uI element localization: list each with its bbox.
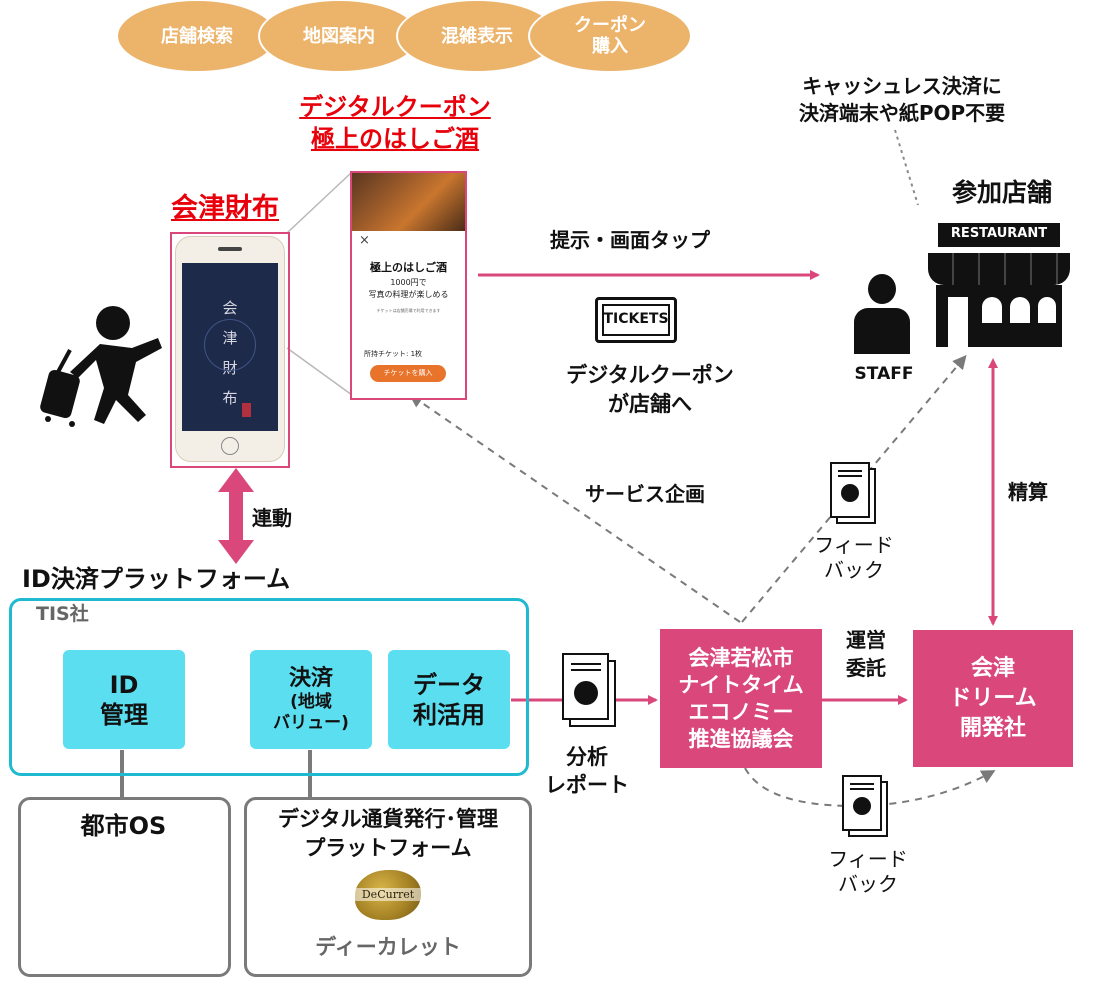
restaurant-icon: RESTAURANT: [928, 223, 1070, 347]
phone-home-button: [221, 437, 239, 455]
coupon-title-line-2: 極上のはしご酒: [311, 125, 479, 153]
phone-highlight-frame: [170, 232, 290, 468]
dream-box: 会津 ドリーム 開発社: [913, 630, 1073, 767]
document-chart-icon: [830, 462, 876, 524]
restaurant-sign-text: RESTAURANT: [950, 226, 1048, 241]
service-plan-arrow: [408, 393, 741, 623]
restaurant-awning: [928, 253, 1070, 285]
staff-label: STAFF: [854, 364, 914, 384]
currency-platform-label: デジタル通貨発行･管理 プラットフォーム: [277, 807, 499, 860]
report-document-icon: [562, 653, 616, 727]
settlement-label: 精算: [1008, 480, 1048, 504]
phone: 会 津 財 布: [175, 236, 285, 462]
feature-pill-coupon-purchase: クーポン 購入: [528, 0, 692, 73]
staff-icon: [852, 274, 914, 354]
document-chart-icon-2: [842, 775, 888, 837]
council-box: 会津若松市 ナイトタイム エコノミー 推進協議会: [660, 629, 822, 768]
decurret-logo: DeCurret: [355, 870, 421, 920]
zoom-line-bottom: [286, 347, 353, 396]
coupon-screen-title: 極上のはしご酒: [370, 261, 447, 274]
payment-sub-label: (地域 バリュー): [273, 691, 349, 733]
phone-seal: [242, 403, 251, 417]
coupon-screen-image: [352, 173, 465, 231]
platform-title: ID決済プラットフォーム: [22, 565, 291, 593]
id-box: ID 管理: [63, 650, 185, 749]
coupon-screen-note: チケットは店舗売場で利用できます: [376, 308, 441, 313]
present-label: 提示・画面タップ: [550, 228, 710, 252]
coupon-screen-buy-button[interactable]: チケットを購入: [370, 365, 446, 382]
payment-box: 決済 (地域 バリュー): [250, 650, 372, 749]
data-utilization-box: データ 利活用: [388, 650, 510, 749]
cashless-note: キャッシュレス決済に 決済端末や紙POP不要: [798, 74, 1006, 125]
staff-body: [854, 308, 910, 354]
payment-label: 決済: [288, 665, 333, 691]
analysis-report-label: 分析 レポート: [545, 745, 629, 797]
feature-pill-store-search: 店舗検索: [116, 0, 278, 73]
outsourcing-label: 運営 委託: [846, 628, 886, 680]
tickets-icon: TICKETS: [595, 297, 677, 343]
city-os-label: 都市OS: [80, 812, 167, 840]
decurret-logo-text: DeCurret: [355, 888, 421, 901]
link-label: 連動: [252, 506, 292, 530]
restaurant-sign: RESTAURANT: [938, 223, 1060, 247]
service-plan-label: サービス企画: [585, 482, 705, 506]
restaurant-body: [936, 285, 1062, 347]
phone-emblem: [204, 319, 256, 371]
restaurant-window-3: [1038, 297, 1056, 323]
tis-label: TIS社: [36, 603, 89, 625]
city-os-frame: [18, 797, 231, 977]
wallet-title: 会津財布: [171, 193, 279, 224]
phone-speaker: [218, 247, 242, 251]
feedback-label-2: フィード バック: [828, 847, 908, 896]
zoom-line-top: [286, 171, 353, 234]
feature-pill-map-guide: 地図案内: [258, 0, 420, 73]
coupon-screen-price: 1000円で 写真の料理が楽しめる: [368, 278, 449, 299]
staff-head: [868, 274, 896, 304]
tickets-icon-text: TICKETS: [603, 311, 669, 327]
coupon-screen-count: 所持チケット: 1枚: [364, 350, 423, 358]
platform-frame: [9, 598, 529, 776]
restaurant-window-1: [982, 297, 1002, 323]
feedback-label-1: フィード バック: [814, 533, 894, 582]
restaurant-door: [948, 297, 968, 347]
coupon-screen: × 極上のはしご酒 1000円で 写真の料理が楽しめる チケットは店舗売場で利用…: [350, 171, 467, 400]
restaurant-window-2: [1010, 297, 1030, 323]
store-title: 参加店舗: [951, 178, 1052, 207]
decurret-name: ディーカレット: [315, 935, 461, 959]
tickets-icon-inner: [602, 304, 670, 336]
coupon-screen-close[interactable]: ×: [359, 233, 370, 248]
feedback-arrow-dream: [744, 767, 996, 808]
coupon-title-line-1: デジタルクーポン: [299, 93, 491, 121]
coupon-to-store-label: デジタルクーポン が店舗へ: [566, 363, 734, 416]
cashless-note-line: [894, 129, 919, 206]
phone-screen: 会 津 財 布: [182, 263, 278, 431]
